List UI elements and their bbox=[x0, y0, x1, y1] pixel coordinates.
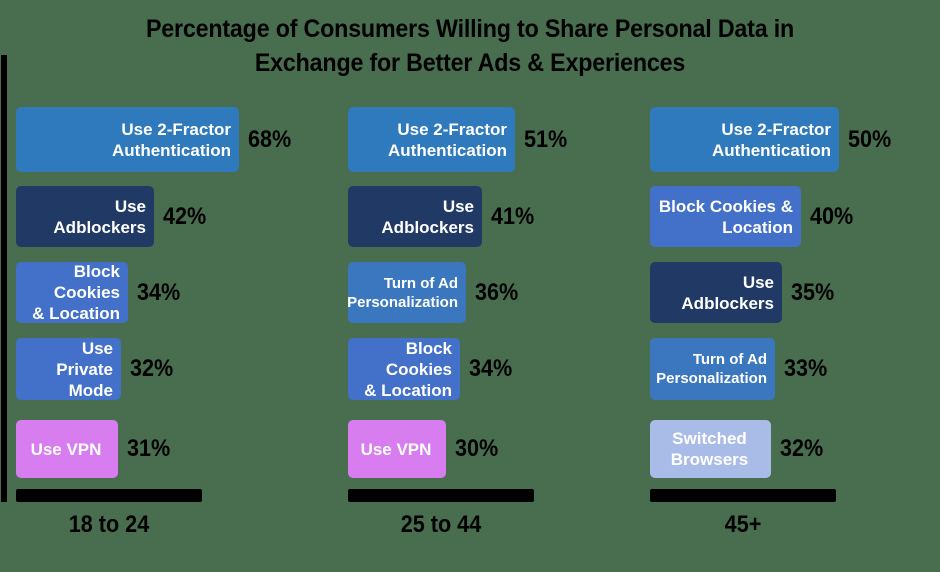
bar-value-label: 32% bbox=[780, 435, 824, 462]
bar-value-label: 68% bbox=[248, 125, 292, 153]
chart-title: Percentage of Consumers Willing to Share… bbox=[33, 12, 907, 80]
bar-row: Switched Browsers 32% bbox=[650, 420, 828, 478]
bar-row: Turn of Ad Personalization 36% bbox=[348, 262, 523, 323]
bar-value-label: 40% bbox=[810, 202, 854, 230]
bar[interactable]: Block Cookies & Location bbox=[348, 338, 460, 400]
bar[interactable]: Use Adblockers bbox=[348, 186, 482, 247]
bar-value-label: 34% bbox=[469, 355, 513, 382]
bar-row: Use Private Mode 32% bbox=[16, 338, 178, 400]
bar-value-label: 41% bbox=[491, 202, 535, 230]
bar-group-1: Use 2-Fractor Authentication 68% Use Adblo… bbox=[16, 100, 326, 572]
bar-value-label: 42% bbox=[163, 202, 207, 230]
bar-value-label: 36% bbox=[475, 278, 519, 306]
bar-row: Turn of Ad Personalization 33% bbox=[650, 338, 832, 400]
bar[interactable]: Use Adblockers bbox=[650, 262, 782, 323]
bar-row: Use 2-Fractor Authentication 68% bbox=[16, 107, 296, 172]
bar[interactable]: Turn of Ad Personalization bbox=[348, 262, 466, 323]
bar-group-2: Use 2-Fractor Authentication 51% Use Adblo… bbox=[348, 100, 648, 572]
bar-row: Use Adblockers 41% bbox=[348, 186, 539, 247]
bar[interactable]: Use Adblockers bbox=[16, 186, 154, 247]
bar[interactable]: Block Cookies & Location bbox=[16, 262, 128, 323]
bar[interactable]: Block Cookies & Location bbox=[650, 186, 801, 247]
bar-row: Use Adblockers 35% bbox=[650, 262, 839, 323]
bar-row: Use VPN 31% bbox=[16, 420, 175, 478]
bar[interactable]: Use 2-Fractor Authentication bbox=[650, 107, 839, 172]
bar-value-label: 50% bbox=[848, 125, 892, 153]
bar[interactable]: Switched Browsers bbox=[650, 420, 771, 478]
y-axis-line bbox=[1, 55, 7, 502]
bar-row: Use VPN 30% bbox=[348, 420, 503, 478]
bar[interactable]: Use 2-Fractor Authentication bbox=[348, 107, 515, 172]
bar-value-label: 51% bbox=[524, 125, 568, 153]
bar[interactable]: Use Private Mode bbox=[16, 338, 121, 400]
chart-title-line-2: Exchange for Better Ads & Experiences bbox=[254, 49, 686, 77]
chart-title-line-1: Percentage of Consumers Willing to Share… bbox=[145, 15, 795, 43]
bar-row: Block Cookies & Location 40% bbox=[650, 186, 858, 247]
bar[interactable]: Use VPN bbox=[16, 420, 118, 478]
bar-value-label: 32% bbox=[130, 355, 174, 382]
bar-value-label: 31% bbox=[127, 435, 171, 462]
bar[interactable]: Use 2-Fractor Authentication bbox=[16, 107, 239, 172]
bar-row: Use 2-Fractor Authentication 50% bbox=[650, 107, 896, 172]
bar-row: Use Adblockers 42% bbox=[16, 186, 211, 247]
bar-groups: Use 2-Fractor Authentication 68% Use Adblo… bbox=[0, 100, 940, 572]
bar-row: Use 2-Fractor Authentication 51% bbox=[348, 107, 572, 172]
bar-group-3: Use 2-Fractor Authentication 50% Block Coo… bbox=[650, 100, 940, 572]
bar[interactable]: Use VPN bbox=[348, 420, 446, 478]
bar-row: Block Cookies & Location 34% bbox=[348, 338, 517, 400]
bar[interactable]: Turn of Ad Personalization bbox=[650, 338, 775, 400]
bar-row: Block Cookies & Location 34% bbox=[16, 262, 185, 323]
bar-value-label: 35% bbox=[791, 278, 835, 306]
bar-value-label: 30% bbox=[455, 435, 499, 462]
bar-value-label: 33% bbox=[784, 355, 828, 382]
bar-value-label: 34% bbox=[137, 278, 181, 306]
